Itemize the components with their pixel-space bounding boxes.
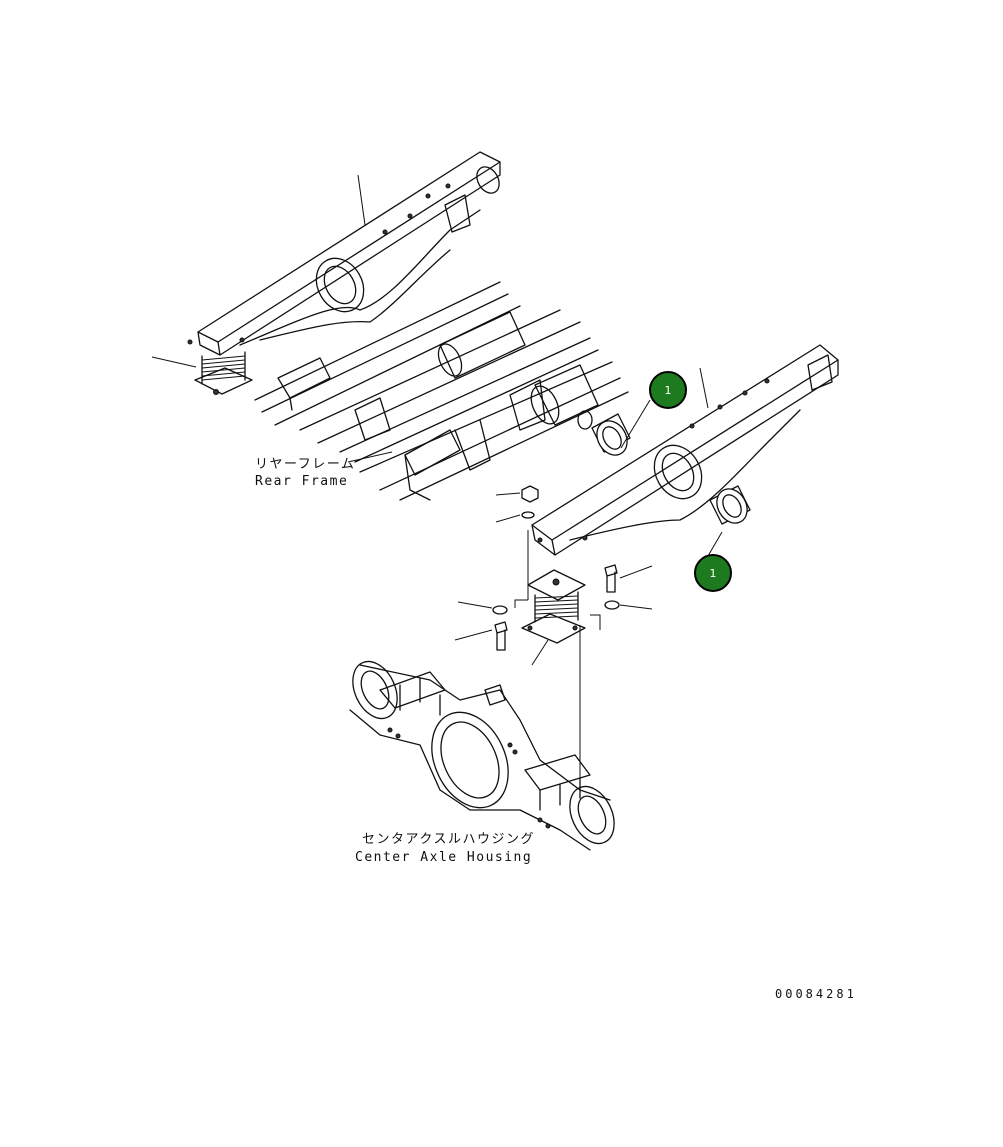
callout-number: 1 <box>710 567 717 580</box>
bushing-upper <box>591 413 631 456</box>
leader-line <box>151 356 197 368</box>
center-axle-label-jp: センタアクスルハウジング <box>362 832 535 847</box>
stud-line <box>590 614 601 630</box>
center-axle-housing-drawing <box>349 660 615 851</box>
leader-line <box>531 639 549 666</box>
callout-number: 1 <box>665 384 672 397</box>
bushing-lower <box>709 485 751 525</box>
lower-swing-beam <box>531 344 839 556</box>
drawing-code: 00084281 <box>775 987 857 1001</box>
rear-frame-label-jp: リヤーフレーム <box>255 457 355 472</box>
center-axle-label-en: Center Axle Housing <box>355 850 532 865</box>
bolt-washer-left <box>454 601 508 651</box>
nut-washer-upper <box>495 485 539 523</box>
rear-frame-drawing <box>254 281 629 501</box>
stud-line <box>514 599 528 608</box>
leader-line <box>707 531 723 557</box>
upper-swing-beam <box>187 151 501 356</box>
upper-left-mount <box>194 351 253 395</box>
callout-1-lower[interactable]: 1 <box>694 554 732 592</box>
rear-frame-label-en: Rear Frame <box>255 474 348 489</box>
callout-1-upper[interactable]: 1 <box>649 371 687 409</box>
leader-line <box>357 174 366 226</box>
center-mount-bellows <box>521 569 586 644</box>
leader-line <box>620 399 651 449</box>
bolt-washer-right <box>604 564 653 610</box>
leader-line <box>347 451 393 463</box>
leader-line <box>699 367 709 409</box>
